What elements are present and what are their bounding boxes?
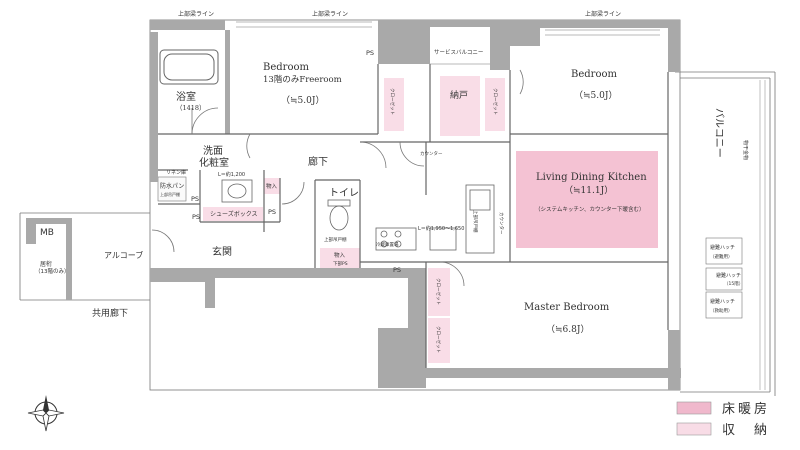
mb-title: MB	[40, 228, 54, 238]
waterproof-pan-fill	[157, 176, 187, 202]
counter-2: カウンター	[498, 212, 505, 235]
closet-2: クローゼット	[492, 88, 499, 115]
closet-master-2	[428, 318, 450, 363]
legend-storage-swatch	[676, 422, 712, 436]
counter-1: カウンター	[420, 150, 443, 157]
storage-entrance-fill	[264, 178, 280, 194]
hatch2-sub: （15階）	[724, 280, 743, 287]
interior-walls	[158, 64, 669, 368]
bathtub	[159, 49, 219, 85]
nando-title: 納戸	[450, 89, 468, 101]
storage-2: 物入	[334, 251, 346, 259]
balcony-rail	[759, 80, 766, 390]
storage-1: 物入	[266, 182, 278, 190]
shoes-box-fill	[203, 207, 263, 221]
corridor-title: 共用廊下	[92, 307, 128, 319]
shaded-areas	[157, 76, 658, 363]
ldk-area: （≒11.1J）	[564, 185, 613, 196]
evac-hatches	[705, 237, 743, 319]
balcony-title: バルコニー	[713, 108, 725, 158]
bath-title: 浴室	[176, 90, 196, 103]
ceiling-line-2: 上部梁ライン	[312, 10, 348, 18]
master-title: Master Bedroom	[524, 302, 610, 313]
kitchen-counter-label: L＝約1,950～1,650	[418, 225, 464, 232]
closet-master-1	[428, 268, 450, 316]
walls	[26, 20, 681, 390]
ps-5: PS	[192, 213, 200, 221]
ps-3: PS	[268, 208, 276, 216]
closet-1: クローゼット	[389, 88, 396, 115]
bedroom-top-sub: 13階のみFreeroom	[263, 74, 342, 85]
bedroom-top-title: Bedroom	[263, 62, 309, 73]
wash-title-1: 洗面	[203, 145, 223, 157]
hatch1-sub: （避難用）	[710, 253, 733, 260]
storage-sub: 下部PS	[333, 260, 348, 267]
ps-1: PS	[366, 49, 374, 57]
legend: 床暖房 収 納	[676, 401, 770, 438]
kitchen-units	[375, 184, 495, 254]
closet-top-right	[485, 78, 505, 131]
windows	[236, 21, 660, 65]
fridge-label: 冷蔵庫置場	[376, 241, 399, 248]
hatch3-sub: （救助用）	[710, 307, 733, 314]
kyoko-line1: 居桁	[40, 260, 52, 268]
storage-ps-fill	[320, 248, 360, 270]
toilet-shelf-label: 上部吊戸棚	[324, 236, 347, 243]
alcove-title: アルコーブ	[104, 250, 143, 260]
hatch1-label: 避難ハッチ	[710, 244, 735, 251]
ldk-title: Living Dining Kitchen	[536, 172, 647, 183]
linen-label: リネン庫	[166, 169, 186, 176]
ps-2: PS	[191, 195, 199, 203]
legend-storage-label: 収 納	[722, 423, 770, 438]
wash-title-2: 化粧室	[199, 156, 229, 169]
ldk-note: （システムキッチン、カウンター下暖含む）	[535, 205, 645, 213]
room-labels: 上部梁ライン 上部梁ライン 上部梁ライン Bedroom 13階のみFreero…	[35, 10, 749, 353]
wash-counter-label: L＝約1,200	[218, 171, 245, 178]
nando-storage	[440, 76, 480, 136]
legend-floor-heating-label: 床暖房	[722, 401, 770, 417]
compass-icon	[27, 395, 65, 432]
kyoko-line2: （13階のみ）	[35, 267, 70, 275]
hall-title: 廊下	[308, 155, 328, 168]
waterproof-pan-sub: 上部吊戸棚	[160, 191, 180, 197]
ceiling-line-3: 上部梁ライン	[585, 10, 621, 18]
waterproof-pan-label: 防水パン	[160, 182, 184, 190]
closet-4: クローゼット	[435, 326, 442, 353]
service-balcony-title: サービスバルコニー	[434, 48, 483, 56]
upper-shelf-label: 上部吊戸棚	[472, 210, 479, 233]
toilet-title: トイレ	[329, 188, 359, 199]
legend-floor-heating-swatch	[676, 401, 712, 415]
entrance-title: 玄関	[212, 245, 232, 258]
outdoor-unit-label: 物干金物	[742, 140, 749, 160]
ldk-floor-heating	[516, 151, 658, 248]
bedroom-right-title: Bedroom	[571, 69, 617, 80]
master-area: （≒6.8J）	[546, 324, 589, 335]
closet-top-left	[384, 78, 404, 131]
hatch2-label: 避難ハッチ	[716, 272, 741, 279]
doors	[151, 69, 524, 287]
hatch3-label: 避難ハッチ	[710, 298, 735, 305]
wash-basin	[221, 179, 253, 203]
bath-sub: （1418）	[176, 104, 206, 112]
bedroom-top-area: （≒5.0J）	[281, 95, 324, 106]
toilet-bowl	[327, 199, 351, 231]
ceiling-line-1: 上部梁ライン	[178, 10, 214, 18]
ps-4: PS	[393, 266, 401, 274]
bedroom-right-area: （≒5.0J）	[574, 90, 617, 101]
closet-3: クローゼット	[435, 278, 442, 305]
shoes-box-label: シューズボックス	[210, 210, 258, 218]
